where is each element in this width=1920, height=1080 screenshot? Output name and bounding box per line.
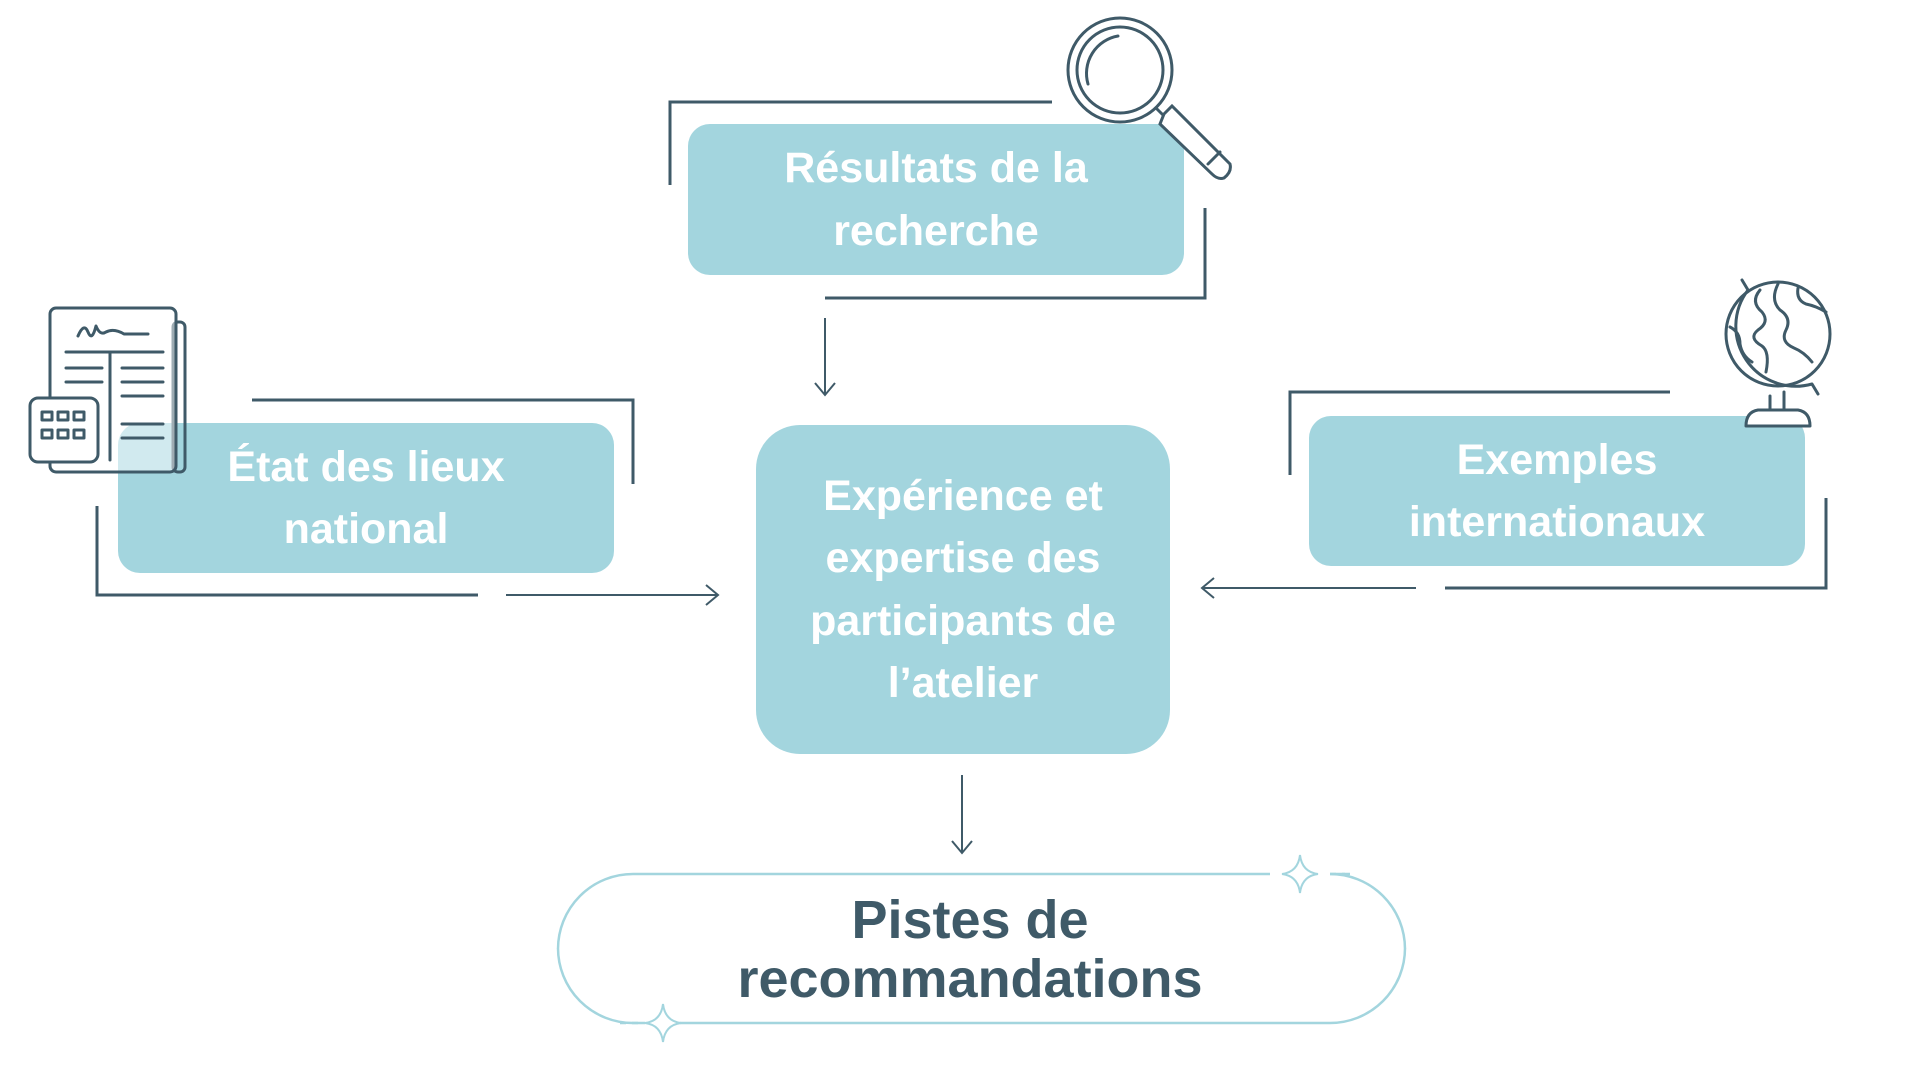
- node-international-label: Exemples internationaux: [1408, 435, 1706, 546]
- arrowhead-research: [814, 382, 836, 397]
- node-research-label: Résultats de la recherche: [784, 144, 1088, 255]
- national-bracket-bottom: [95, 506, 478, 597]
- node-output: Pistes de recommandations: [560, 875, 1380, 1025]
- research-bracket-bottom: [825, 208, 1207, 300]
- node-output-label: Pistes de recommandations: [737, 889, 1203, 1009]
- sparkle-icon: [644, 1003, 682, 1043]
- arrowhead-output: [951, 840, 973, 855]
- sparkle-icon: [1281, 854, 1319, 894]
- arrowhead-international: [1200, 577, 1215, 599]
- research-bracket-top: [668, 100, 1052, 185]
- node-research: Résultats de la recherche: [688, 124, 1184, 275]
- arrowhead-national: [705, 584, 720, 606]
- output-pill-outline: [556, 872, 1407, 1025]
- globe-icon: [1724, 278, 1832, 428]
- node-national: État des lieux national: [118, 423, 614, 573]
- national-bracket-top: [252, 398, 635, 484]
- node-center: Expérience et expertise des participants…: [756, 425, 1170, 754]
- international-bracket-bottom: [1445, 498, 1828, 590]
- node-national-label: État des lieux national: [227, 442, 505, 553]
- document-icon: [28, 306, 187, 474]
- node-center-label: Expérience et expertise des participants…: [810, 471, 1116, 707]
- magnifier-icon: [1066, 16, 1232, 180]
- international-bracket-top: [1288, 390, 1670, 475]
- node-international: Exemples internationaux: [1309, 416, 1805, 566]
